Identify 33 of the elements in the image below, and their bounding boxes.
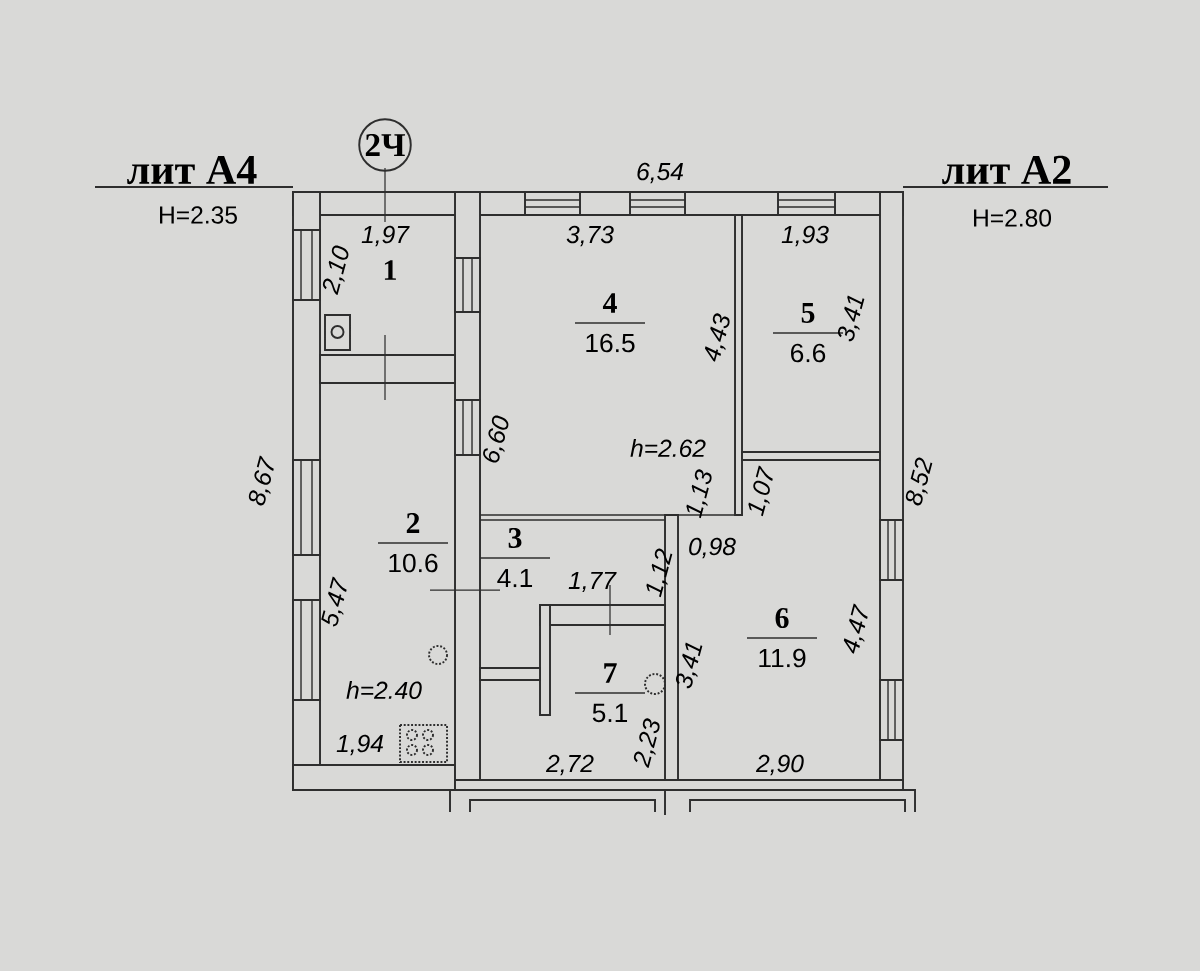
dimension-text: 3,41: [675, 642, 703, 689]
dimension-text: 2,23: [633, 718, 660, 769]
dimension-text: 1,13: [686, 469, 712, 519]
room: 1: [384, 260, 396, 280]
dimension-text: 1,94: [336, 734, 383, 756]
dimension-text: h=2.40: [346, 680, 422, 700]
dimension-text: 2,90: [755, 754, 804, 776]
section-title: лит А2: [942, 155, 1071, 185]
dimension-text: 6,60: [483, 415, 509, 463]
height-text: Н=2.35: [160, 206, 237, 224]
dimension-text: 2,72: [545, 754, 594, 776]
room: 3 4.1: [479, 527, 551, 588]
dimension-text: 1,97: [361, 225, 410, 247]
dimension-text: h=2.62: [630, 438, 706, 458]
room: 4 16.5: [574, 293, 646, 353]
height-text: Н=2.80: [974, 209, 1052, 227]
dimension-text: 1,07: [748, 465, 773, 517]
dimension-text: 1,77: [568, 572, 617, 593]
dimension-text: 8,67: [248, 455, 274, 506]
dimension-text: 0,98: [689, 537, 736, 559]
dimension-text: 1,12: [646, 548, 673, 598]
dimension-text: 3,41: [837, 295, 865, 342]
dimension-text: 6,54: [637, 162, 683, 184]
room: 6 11.9: [746, 607, 818, 668]
dimension-text: 8,52: [905, 457, 933, 506]
dimension-text: 3,73: [566, 225, 614, 247]
section-title: лит А4: [127, 155, 257, 185]
dimension-text: 1,93: [781, 225, 829, 247]
room: 2 10.6: [377, 513, 449, 573]
dimension-text: 2,10: [322, 245, 349, 296]
dimension-text: 4,43: [704, 313, 730, 362]
dimension-text: 5,47: [321, 576, 347, 627]
dimension-text: 4,47: [843, 603, 868, 654]
